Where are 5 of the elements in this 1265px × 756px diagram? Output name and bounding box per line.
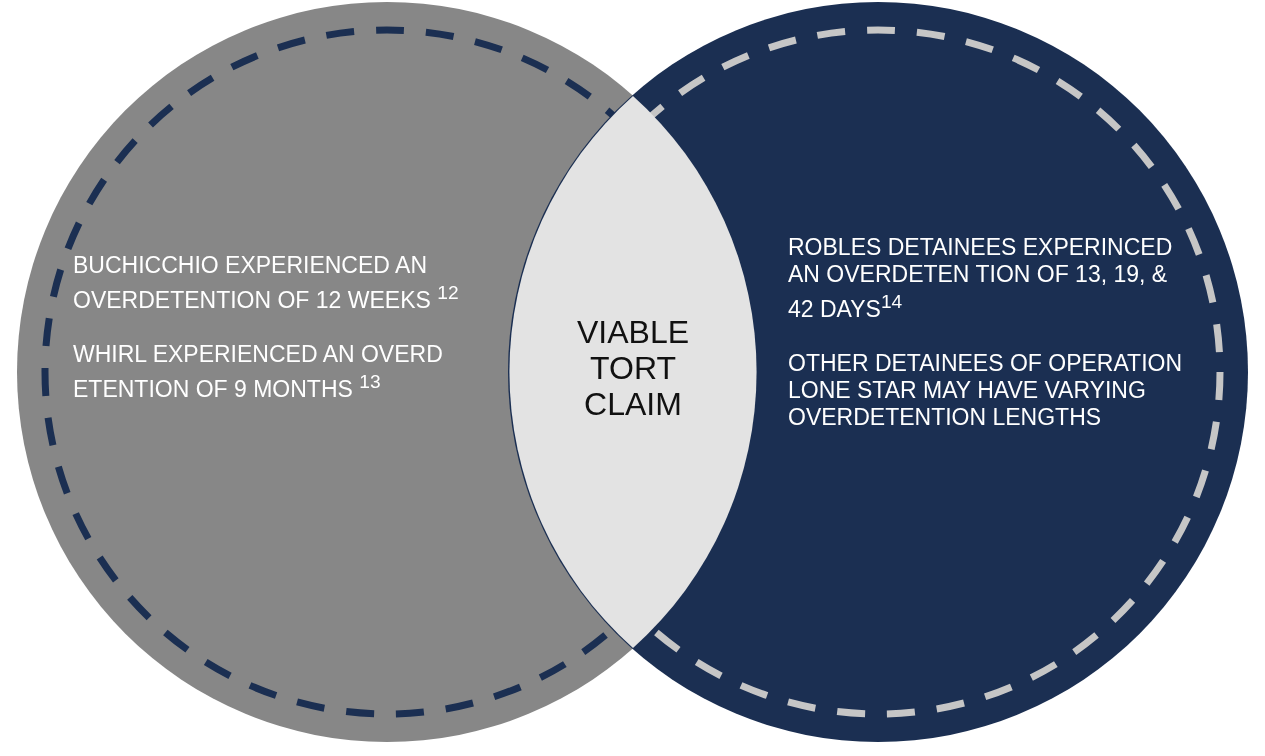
- statement-text: WHIRL EXPERIENCED AN OVERD ETENTION OF 9 MONTHS $^{13}$: [73, 340, 444, 403]
- statement-text: BUCHICCHIO EXPERIENCED AN OVERDETENTION OF 12 WEEKS $^{12}$: [73, 252, 460, 314]
- statement-text: OTHER DETAINEES OF OPERATION LONE STAR MAY HAVE VARYING OVERDETENTION LENGTHS: [788, 349, 1184, 431]
- statement-text: ROBLES DETAINEES EXPERINCED AN OVERDETEN TION OF 13, 19, & 42 DAYS$^{14}$: [788, 234, 1174, 323]
- center-label: VIABLE TORT CLAIM: [575, 314, 691, 422]
